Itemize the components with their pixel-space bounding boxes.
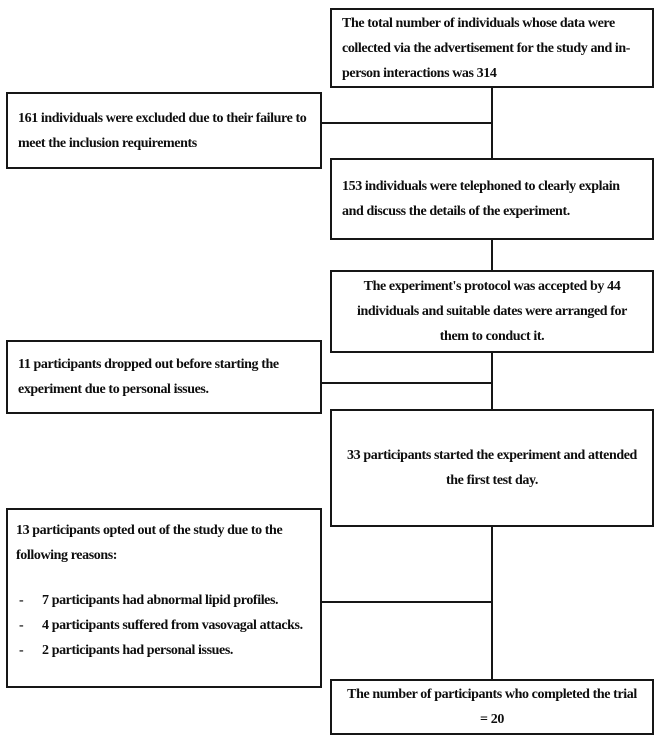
bullet-dash: - [19,593,24,608]
exclusion-box-excluded-text: 161 individuals were excluded due to the… [18,110,307,151]
bullet-item: - 7 participants had abnormal lipid prof… [16,588,312,613]
connector-accepted-to-started [491,352,493,410]
bullet-item: - 4 participants suffered from vasovagal… [16,613,312,638]
connector-started-to-completed [491,526,493,680]
bullet-text: 2 participants had personal issues. [42,643,233,658]
flow-box-completed-trial: The number of participants who completed… [330,679,654,735]
flow-box-total-recruited-text: The total number of individuals whose da… [342,15,631,81]
exclusion-box-dropped-out: 11 participants dropped out before start… [6,340,322,414]
bullet-dash: - [19,643,24,658]
bullet-item: - 2 participants had personal issues. [16,638,312,663]
flow-box-started-experiment-text: 33 participants started the experiment a… [347,448,637,488]
exclusion-box-excluded: 161 individuals were excluded due to the… [6,92,322,169]
flow-box-completed-trial-text: The number of participants who completed… [347,687,637,727]
bullet-dash: - [19,618,24,633]
flow-box-started-experiment: 33 participants started the experiment a… [330,409,654,527]
branch-line-dropped [320,382,493,384]
flow-box-protocol-accepted: The experiment's protocol was accepted b… [330,270,654,353]
exclusion-box-dropped-out-text: 11 participants dropped out before start… [18,357,279,397]
branch-line-opted-out [320,601,493,603]
branch-line-excluded [320,122,493,124]
opted-out-bullet-list: - 7 participants had abnormal lipid prof… [16,588,312,663]
bullet-text: 4 participants suffered from vasovagal a… [42,618,303,633]
flow-box-protocol-accepted-text: The experiment's protocol was accepted b… [357,279,627,344]
opted-out-intro: 13 participants opted out of the study d… [16,523,283,563]
exclusion-box-opted-out: 13 participants opted out of the study d… [6,508,322,688]
flow-box-telephoned: 153 individuals were telephoned to clear… [330,158,654,240]
flow-box-total-recruited: The total number of individuals whose da… [330,8,654,88]
bullet-text: 7 participants had abnormal lipid profil… [42,593,279,608]
flow-box-telephoned-text: 153 individuals were telephoned to clear… [342,179,620,219]
connector-telephoned-to-accepted [491,240,493,271]
